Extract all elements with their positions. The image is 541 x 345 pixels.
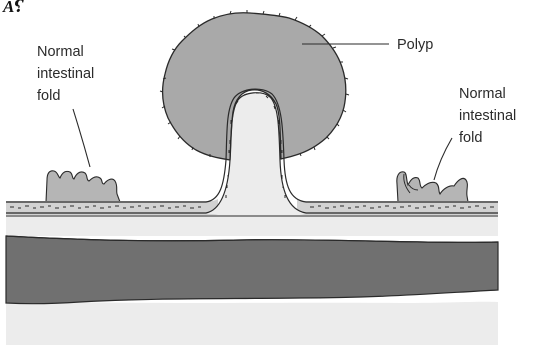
serosa-layer [6,300,498,345]
label-line: intestinal [459,105,516,127]
polyp-label: Polyp [397,34,433,56]
muscle-layer [6,236,498,304]
normal-intestinal-fold-label-right: Normal intestinal fold [459,83,516,149]
label-line: fold [37,85,94,107]
normal-intestinal-fold-label-left: Normal intestinal fold [37,41,94,107]
panel-letter: A⸮ [3,0,22,15]
left-fold-leader-line [73,109,90,167]
left-intestinal-fold [46,171,120,202]
label-line: Normal [37,41,94,63]
right-fold-leader-line [434,138,452,180]
label-line: fold [459,127,516,149]
label-line: intestinal [37,63,94,85]
right-intestinal-fold [397,172,468,202]
label-line: Normal [459,83,516,105]
